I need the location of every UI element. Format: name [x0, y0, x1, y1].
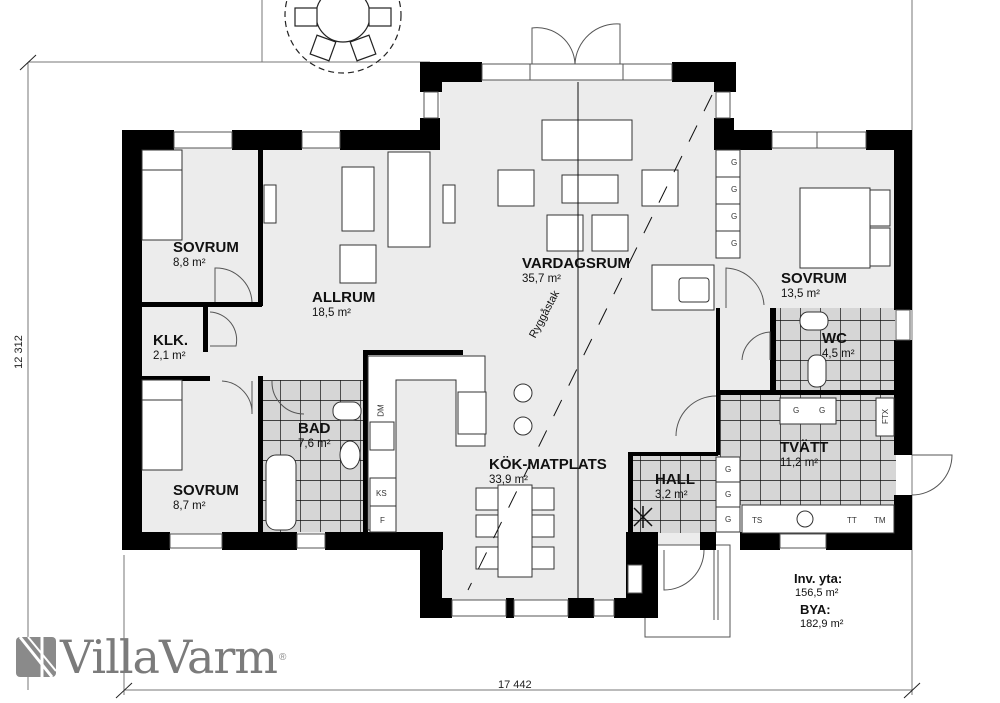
room-name: WC — [822, 330, 847, 347]
room-label-klk: KLK. 2,1 m² — [153, 333, 188, 363]
dryer-label: TS — [752, 516, 763, 525]
fridge-freezer-label: KS — [376, 489, 387, 498]
wardrobe-label: G — [731, 239, 738, 248]
wardrobe-label: G — [725, 515, 732, 524]
room-label-sovrum-2: SOVRUM 8,7 m² — [173, 483, 239, 513]
room-label-sovrum-1: SOVRUM 8,8 m² — [173, 240, 239, 270]
freezer-label: F — [380, 516, 385, 525]
patio-table-icon — [284, 0, 402, 74]
logo-mark-icon — [16, 636, 57, 678]
room-area: 3,2 m² — [655, 489, 688, 501]
room-label-vardagsrum: VARDAGSRUM 35,7 m² — [522, 256, 630, 286]
room-name: SOVRUM — [173, 482, 239, 499]
wardrobe-label: G — [731, 185, 738, 194]
room-label-wc: WC 4,5 m² — [822, 331, 855, 361]
area-totals: Inv. yta: 156,5 m² BYA: 182,9 m² — [794, 571, 843, 633]
building-area-value: 182,9 m² — [800, 618, 844, 630]
ventilation-label: FTX — [881, 408, 891, 425]
dishwasher-label: DM — [376, 404, 386, 417]
wardrobe-label: G — [819, 406, 826, 415]
brand-name: VillaVarm — [60, 630, 278, 684]
room-area: 18,5 m² — [312, 307, 351, 319]
living-area-value: 156,5 m² — [795, 587, 839, 599]
wardrobe-label: G — [725, 490, 732, 499]
drying-cabinet-label: TT — [847, 516, 857, 525]
building-area-label: BYA: — [800, 602, 831, 617]
room-name: HALL — [655, 471, 695, 488]
furniture — [141, 119, 895, 578]
room-name: BAD — [298, 420, 331, 437]
room-area: 4,5 m² — [822, 348, 855, 360]
room-label-bad: BAD 7,6 m² — [298, 421, 331, 451]
room-name: KÖK-MATPLATS — [489, 456, 607, 473]
wardrobe-label: G — [731, 158, 738, 167]
room-name: SOVRUM — [781, 270, 847, 287]
walls — [122, 62, 912, 618]
room-area: 8,7 m² — [173, 500, 206, 512]
room-area: 8,8 m² — [173, 257, 206, 269]
wardrobe-label: G — [725, 465, 732, 474]
room-name: SOVRUM — [173, 239, 239, 256]
living-area-label: Inv. yta: — [794, 571, 843, 586]
room-area: 2,1 m² — [153, 350, 186, 362]
room-name: VARDAGSRUM — [522, 255, 631, 272]
wardrobe-label: G — [731, 212, 738, 221]
dimension-height: 12 312 — [12, 335, 25, 369]
room-label-kok-matplats: KÖK-MATPLATS 33,9 m² — [489, 457, 607, 487]
room-label-allrum: ALLRUM 18,5 m² — [312, 290, 375, 320]
registered-mark: ® — [279, 651, 287, 663]
dimension-width: 17 442 — [498, 679, 532, 691]
doors — [209, 23, 953, 620]
brand-logo: VillaVarm ® — [16, 630, 286, 684]
room-name: KLK. — [153, 332, 188, 349]
mat-icon — [633, 506, 653, 528]
room-area: 7,6 m² — [298, 438, 331, 450]
room-area: 35,7 m² — [522, 273, 561, 285]
wardrobe-label: G — [793, 406, 800, 415]
room-area: 13,5 m² — [781, 288, 820, 300]
windows — [169, 63, 911, 617]
ridge-line — [467, 82, 713, 598]
room-area: 11,2 m² — [780, 457, 819, 469]
room-name: ALLRUM — [312, 289, 376, 306]
room-label-tvatt: TVÄTT 11,2 m² — [780, 440, 828, 470]
washing-machine-label: TM — [874, 516, 886, 525]
room-name: TVÄTT — [780, 439, 829, 456]
room-label-sovrum-master: SOVRUM 13,5 m² — [781, 271, 847, 301]
room-label-hall: HALL 3,2 m² — [655, 472, 695, 502]
room-area: 33,9 m² — [489, 474, 528, 486]
